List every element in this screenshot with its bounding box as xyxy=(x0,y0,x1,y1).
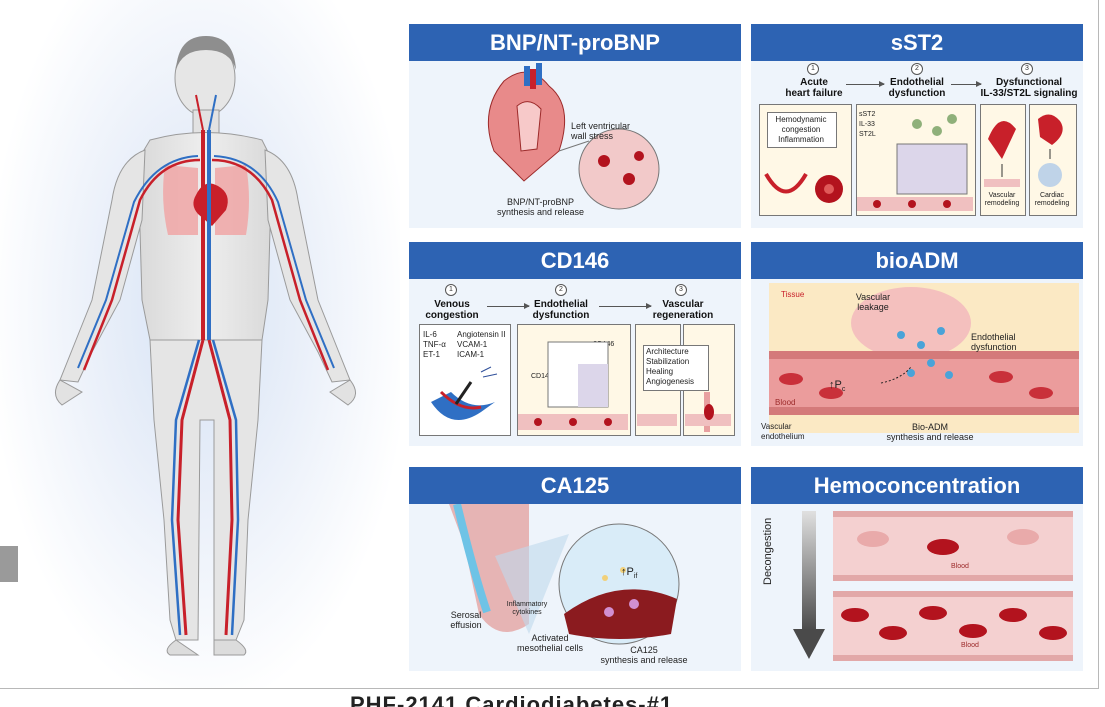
sst2-step-2-number: 2 xyxy=(911,63,923,75)
bioadm-endothelial-label: Endothelial dysfunction xyxy=(971,332,1017,352)
bioadm-pc-label: ↑Pc xyxy=(829,380,845,395)
sst2-step-3-label: Dysfunctional IL-33/ST2L signaling xyxy=(980,77,1078,99)
cd146-markers-right: Angiotensin II VCAM-1 ICAM-1 xyxy=(457,330,506,359)
panel-cd146: CD146 1 2 3 Venous congestion Endothelia… xyxy=(409,242,741,446)
bioadm-pc-text: ↑P xyxy=(829,379,842,391)
ca125-serosa-illustration xyxy=(449,504,680,645)
sst2-arrow-1 xyxy=(846,81,885,87)
ca125-serosal-label: Serosal effusion xyxy=(450,610,482,630)
ca125-pif-subscript: if xyxy=(633,573,638,581)
sst2-legend-sst2: sST2 xyxy=(859,111,876,118)
cd146-regeneration-illustration xyxy=(637,392,731,432)
panel-ca125-title: CA125 xyxy=(409,467,741,504)
cd146-step-3-number: 3 xyxy=(675,284,687,296)
sst2-endothelium-illustration xyxy=(857,114,973,211)
figure-frame xyxy=(0,0,1099,689)
bioadm-leakage-label: Vascular leakage xyxy=(855,292,891,312)
panel-hemo-title: Hemoconcentration xyxy=(751,467,1083,504)
bioadm-synthesis-label: Bio-ADM synthesis and release xyxy=(886,422,974,442)
sst2-remodeling-illustration xyxy=(984,114,1063,187)
ca125-synthesis-label: CA125 synthesis and release xyxy=(600,645,688,665)
cd146-step-1-label: Venous congestion xyxy=(425,299,479,321)
sidebar-collapse-tab[interactable] xyxy=(0,546,18,582)
sst2-step-1-number: 1 xyxy=(807,63,819,75)
bioadm-endothelium-label: Vascular endothelium xyxy=(761,422,805,441)
cd146-arrow-1 xyxy=(487,303,530,309)
hemo-vessels-illustration xyxy=(833,511,1073,661)
sst2-step-2-label: Endothelial dysfunction xyxy=(888,77,946,99)
panel-ca125: CA125 ↑Pif Inflammatory cytokines Serosa… xyxy=(409,467,741,671)
hemo-blood-top-label: Blood xyxy=(951,563,969,570)
bioadm-pc-subscript: c xyxy=(841,386,846,394)
cd146-arrow-2 xyxy=(599,303,652,309)
panel-bioadm-title: bioADM xyxy=(751,242,1083,279)
cd146-markers-left: IL-6 TNF-α ET-1 xyxy=(423,330,446,359)
bioadm-vessel-illustration xyxy=(769,283,1079,433)
hemo-decongestion-label: Decongestion xyxy=(762,517,774,585)
cd146-regeneration-box xyxy=(643,345,709,391)
sst2-hemodynamic-label: Hemodynamic congestion Inflammation xyxy=(775,115,827,144)
sst2-legend-il33: IL-33 xyxy=(859,121,875,128)
ca125-mesothelial-label: Activated mesothelial cells xyxy=(516,633,584,653)
sst2-legend-st2l: ST2L xyxy=(859,131,876,138)
sst2-vascular-remodeling-label: Vascular remodeling xyxy=(984,192,1020,207)
sst2-hemodynamic-box xyxy=(767,112,837,148)
cd146-step-2-label: Endothelial dysfunction xyxy=(532,299,590,321)
cd146-regeneration-label: Architecture Stabilization Healing Angio… xyxy=(646,347,695,386)
panel-bioadm: bioADM Tissue Vascular leakage Endotheli… xyxy=(751,242,1083,446)
ca125-pif-label: ↑Pif xyxy=(621,567,637,582)
hemo-arrow-illustration xyxy=(793,511,825,659)
body-illustration-pane xyxy=(0,0,400,688)
bnp-synthesis-label: BNP/NT-proBNP synthesis and release xyxy=(497,197,585,217)
panel-bnp: BNP/NT-proBNP Left ventricular wall stre… xyxy=(409,24,741,228)
cd146-endothelium-illustration xyxy=(518,341,628,430)
panel-cd146-title: CD146 xyxy=(409,242,741,279)
panel-sst2-title: sST2 xyxy=(751,24,1083,61)
cd146-step-1-number: 1 xyxy=(445,284,457,296)
bottom-caption: PHF-2141 Cardiodiabetes-#1 xyxy=(350,692,674,707)
ca125-pif-text: ↑P xyxy=(621,566,634,578)
bioadm-tissue-label: Tissue xyxy=(781,290,805,299)
cd146-step-2-number: 2 xyxy=(555,284,567,296)
panel-hemo: Hemoconcentration Decongestion Blood Blo… xyxy=(751,467,1083,671)
ca125-cytokines-label: Inflammatory cytokines xyxy=(506,601,548,616)
panel-sst2: sST2 1 2 3 Acute heart failure Endotheli… xyxy=(751,24,1083,228)
sst2-vessel-illustration xyxy=(764,172,843,203)
heart-illustration xyxy=(487,63,660,210)
hemo-blood-bottom-label: Blood xyxy=(961,642,979,649)
bnp-wall-stress-label: Left ventricular wall stress xyxy=(571,121,631,141)
sst2-step-1-label: Acute heart failure xyxy=(785,77,843,99)
cd146-step-3-label: Vascular regeneration xyxy=(652,299,714,321)
human-body-illustration xyxy=(55,36,356,656)
sst2-arrow-2 xyxy=(951,81,982,87)
sst2-cardiac-remodeling-label: Cardiac remodeling xyxy=(1034,192,1070,207)
cd146-cd146-label: CD146 xyxy=(531,373,553,380)
panel-bnp-title: BNP/NT-proBNP xyxy=(409,24,741,61)
sst2-step-3-number: 3 xyxy=(1021,63,1033,75)
bioadm-blood-label: Blood xyxy=(775,398,796,407)
cd146-vein-illustration xyxy=(431,366,498,420)
